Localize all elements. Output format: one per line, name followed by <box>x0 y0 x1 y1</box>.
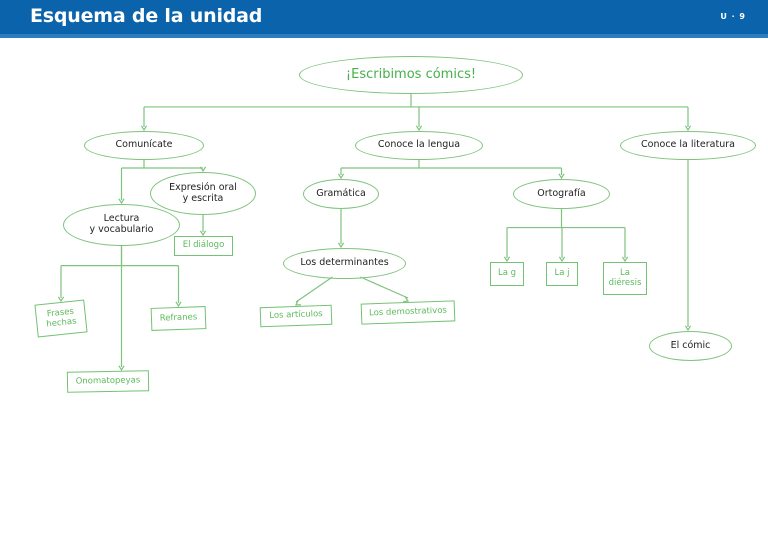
diagram-node-onomatopeyas: Onomatopeyas <box>67 370 149 392</box>
node-label: Expresión oraly escrita <box>169 183 237 205</box>
node-label: El diálogo <box>183 241 225 251</box>
diagram-node-lectura: Lecturay vocabulario <box>63 204 180 246</box>
unit-badge: U · 9 <box>720 12 746 21</box>
diagram-node-root: ¡Escribimos cómics! <box>299 56 523 94</box>
diagram-canvas: ¡Escribimos cómics! Comunícate Conoce la l… <box>0 38 768 543</box>
node-label: Ortografía <box>537 189 585 200</box>
page-title: Esquema de la unidad <box>30 5 262 27</box>
node-label: Refranes <box>160 313 198 324</box>
diagram-node-laj: La j <box>546 262 578 286</box>
node-label: Onomatopeyas <box>76 376 141 387</box>
node-label: Conoce la lengua <box>378 140 460 151</box>
diagram-edges <box>0 38 768 543</box>
diagram-node-expresion: Expresión oraly escrita <box>150 172 256 215</box>
diagram-node-lag: La g <box>490 262 524 286</box>
diagram-node-refranes: Refranes <box>151 306 207 331</box>
edge-line-node_articulos <box>296 277 332 302</box>
diagram-node-dialogo: El diálogo <box>174 236 233 256</box>
diagram-node-dieresis: Ladiéresis <box>603 262 647 295</box>
node-label: La j <box>554 269 569 279</box>
diagram-node-gramatica: Gramática <box>303 179 379 209</box>
node-label: Conoce la literatura <box>641 140 735 151</box>
diagram-node-ortografia: Ortografía <box>513 179 610 209</box>
diagram-node-demostrativos: Los demostrativos <box>361 300 456 324</box>
node-label: ¡Escribimos cómics! <box>346 68 476 83</box>
node-label: Los artículos <box>269 310 323 322</box>
node-label: Fraseshechas <box>45 307 77 330</box>
diagram-node-literatura: Conoce la literatura <box>620 131 756 160</box>
node-label: Lecturay vocabulario <box>90 214 154 236</box>
diagram-node-articulos: Los artículos <box>260 305 333 328</box>
edge-line-node_demostrativos <box>360 277 408 298</box>
node-label: Los determinantes <box>300 258 388 269</box>
node-label: Comunícate <box>116 140 173 151</box>
diagram-node-comic: El cómic <box>649 331 732 361</box>
diagram-node-comunicate: Comunícate <box>84 131 204 160</box>
node-label: La g <box>498 269 516 279</box>
diagram-node-lengua: Conoce la lengua <box>355 131 483 160</box>
diagram-node-determinantes: Los determinantes <box>283 248 406 279</box>
node-label: El cómic <box>671 341 711 352</box>
node-label: Los demostrativos <box>369 306 447 318</box>
diagram-node-frases: Fraseshechas <box>34 299 87 337</box>
node-label: Gramática <box>316 189 366 200</box>
node-label: Ladiéresis <box>609 269 642 289</box>
